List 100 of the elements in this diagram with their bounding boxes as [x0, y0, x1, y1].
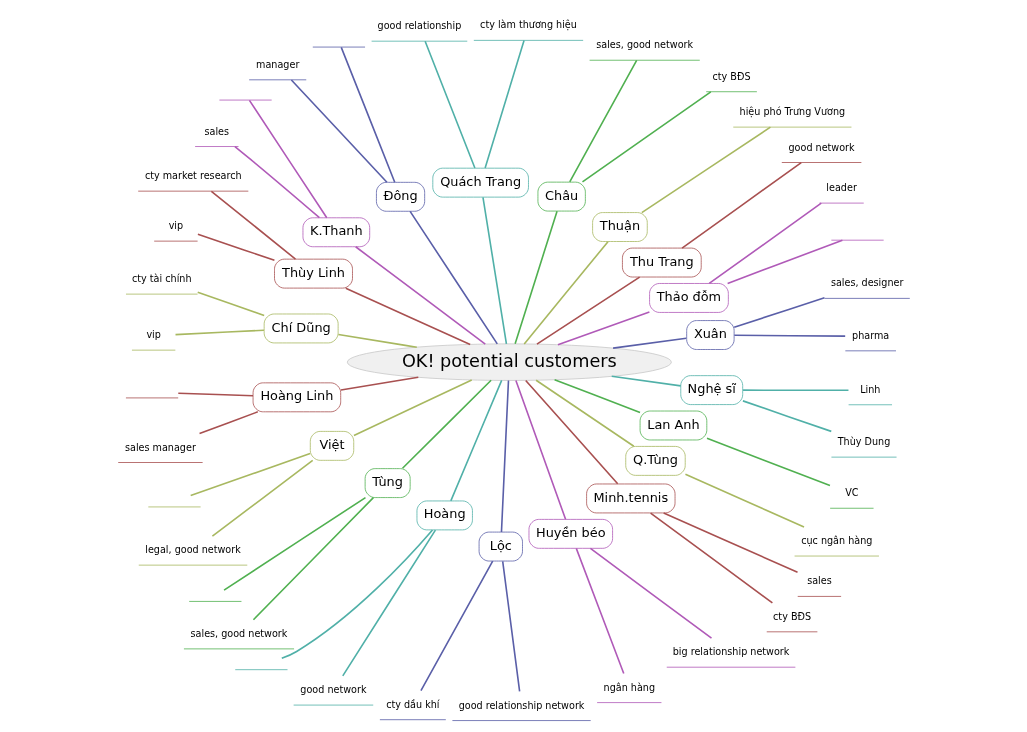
node-text: manager: [255, 58, 299, 70]
node-text: cty market research: [144, 170, 242, 182]
node-bar: [125, 397, 179, 399]
connector: [513, 210, 558, 345]
connector: [610, 375, 682, 387]
connector: [344, 287, 471, 346]
node-box: Quách Trang: [431, 167, 529, 198]
connector: [568, 59, 637, 183]
connector: [581, 91, 712, 183]
node-bar: [830, 239, 884, 241]
node-box: Lộc: [478, 531, 523, 562]
node-text: cty BĐS: [772, 610, 811, 622]
connector: [556, 311, 650, 346]
node-text: vip: [145, 329, 161, 341]
connector: [501, 560, 520, 693]
connector: [341, 529, 436, 677]
connector: [352, 379, 473, 437]
connector: [483, 39, 525, 169]
node-text: hiệu phó Trưng Vương: [739, 106, 845, 118]
connector: [522, 240, 609, 345]
node-text: vip: [168, 220, 183, 232]
node-text: cty BĐS: [712, 70, 751, 82]
connector: [575, 547, 625, 675]
connector: [732, 297, 825, 329]
connector: [339, 46, 396, 183]
node-box: Thảo đỗm: [648, 283, 729, 313]
connector: [684, 473, 805, 528]
connector: [423, 40, 476, 169]
node-box: Thu Trang: [621, 247, 702, 278]
node-text: cty làm thương hiệu: [479, 19, 577, 31]
connector: [611, 337, 687, 349]
connector: [705, 437, 831, 487]
node-box: Châu: [537, 181, 586, 212]
node-text: sales, good network: [595, 39, 693, 51]
node-bar: [218, 99, 272, 101]
connector: [408, 210, 498, 345]
connector: [741, 400, 832, 433]
connector: [680, 161, 802, 249]
connector: [248, 99, 328, 219]
node-box: Đông: [375, 181, 425, 212]
node-bar: [234, 669, 288, 671]
connector: [233, 145, 320, 219]
node-box: Nghệ sĩ: [679, 375, 743, 405]
connector: [662, 512, 798, 574]
connector: [198, 411, 259, 435]
node-text: legal, good network: [144, 544, 241, 556]
node-text: sales: [204, 125, 229, 137]
connector: [707, 202, 822, 285]
node-text: leader: [825, 182, 857, 194]
node-text: cục ngân hàng: [800, 535, 872, 547]
node-box: Tùng: [364, 468, 411, 498]
connector: [419, 560, 493, 692]
connector: [339, 376, 419, 391]
connector: [500, 379, 509, 533]
node-text: VC: [844, 487, 858, 499]
connector: [290, 79, 388, 184]
node-box: Hoàng Linh: [252, 382, 341, 413]
connector: [524, 379, 618, 485]
node-text: sales, good network: [190, 627, 287, 639]
connector: [401, 379, 492, 470]
connector: [589, 547, 712, 640]
node-box: Xuân: [685, 320, 734, 350]
connector: [741, 389, 849, 392]
node-ellipse: OK! potential customers: [346, 343, 672, 381]
node-box: Thuận: [591, 212, 648, 242]
connector: [514, 379, 566, 521]
node-bar: [147, 506, 201, 508]
node-text: ngân hàng: [603, 681, 655, 693]
node-box: Chí Dũng: [263, 313, 339, 344]
connector: [553, 378, 641, 414]
node-text: sales: [806, 575, 832, 587]
node-box: Q.Tùng: [624, 446, 686, 476]
connector: [354, 245, 486, 345]
node-text: sales manager: [124, 441, 196, 453]
node-text: sales, designer: [830, 277, 903, 289]
node-text: good relationship: [377, 20, 461, 32]
connector: [189, 452, 311, 497]
node-text: pharma: [851, 329, 889, 341]
connector: [649, 512, 773, 604]
connector: [534, 379, 635, 448]
connector: [481, 196, 507, 345]
connector: [210, 190, 296, 260]
connector: [337, 333, 418, 348]
connector: [535, 276, 640, 345]
node-text: cty tài chính: [131, 273, 192, 285]
connector: [211, 459, 313, 537]
connector: [252, 496, 374, 621]
node-text: good network: [299, 684, 367, 696]
node-text: big relationship network: [672, 646, 789, 658]
connector: [196, 233, 275, 262]
connector: [222, 496, 366, 591]
node-text: cty dầu khí: [385, 698, 440, 710]
node-text: Thùy Dung: [837, 436, 890, 448]
node-box: Lan Anh: [639, 410, 707, 441]
node-bar: [188, 601, 242, 602]
node-box: Huyền béo: [528, 519, 613, 549]
node-box: Thùy Linh: [273, 258, 353, 289]
node-box: K.Thanh: [302, 217, 370, 248]
connector: [733, 334, 846, 337]
node-text: good network: [788, 141, 855, 153]
